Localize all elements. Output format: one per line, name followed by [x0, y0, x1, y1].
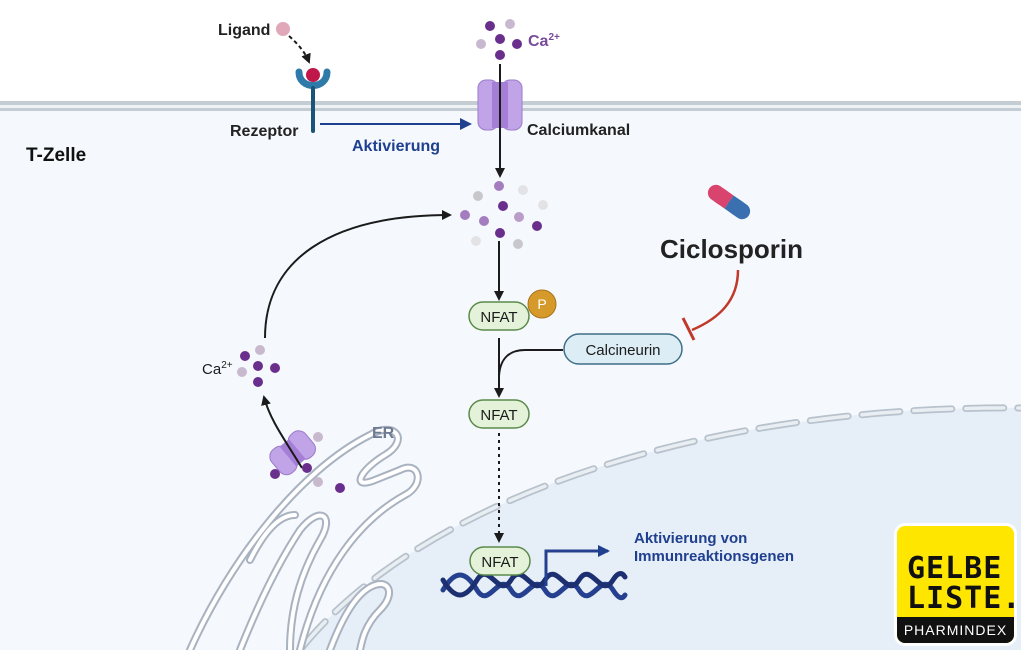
er-released-calcium-ions	[237, 345, 280, 387]
er-release-arrow	[261, 395, 303, 469]
nfat-active-label: NFAT	[480, 407, 517, 424]
calcineurin: Calcineurin	[563, 333, 683, 365]
cytosolic-calcium-ions	[460, 181, 548, 249]
er-to-cytosol-arrow	[264, 210, 452, 339]
calcineurin-action-line	[498, 349, 563, 377]
inhibition-arrow	[691, 269, 740, 332]
calcineurin-label: Calcineurin	[585, 342, 660, 359]
gene-activation-line1: Aktivierung von	[634, 530, 747, 547]
pill-icon	[707, 184, 751, 220]
calciumkanal-label: Calciumkanal	[527, 122, 630, 139]
receptor-icon	[295, 68, 331, 133]
logo-pharmindex-bar: PHARMINDEX	[897, 617, 1014, 643]
ciclosporin-label: Ciclosporin	[660, 234, 803, 264]
nfat-phos-label: NFAT	[480, 309, 517, 326]
nfat-active: NFAT	[468, 399, 530, 429]
phosphate-icon: P	[527, 289, 557, 319]
ligand-binding-arrow	[288, 35, 311, 64]
ca-top-label: Ca2+	[528, 32, 560, 50]
inhibition-bar	[681, 317, 696, 341]
nfat-dna-label: NFAT	[481, 554, 518, 571]
endoplasmic-reticulum	[186, 425, 422, 654]
nfat-on-dna: NFAT	[469, 546, 531, 576]
gene-activation-line2: Immunreaktionsgenen	[634, 548, 794, 565]
nfat-phosphorylated: NFAT	[468, 301, 530, 331]
transcription-start-arrow	[544, 545, 610, 586]
ca-er-label: Ca2+	[202, 360, 233, 378]
ligand-icon	[276, 22, 290, 36]
ligand-label: Ligand	[218, 22, 270, 39]
gelbe-liste-logo[interactable]: GELBE LISTE. PHARMINDEX	[897, 526, 1014, 643]
er-calcium-ions	[270, 432, 345, 493]
t-zelle-label: T-Zelle	[26, 145, 86, 166]
extracellular-calcium-ions	[476, 19, 522, 60]
logo-line1: GELBE	[907, 551, 1003, 586]
rezeptor-label: Rezeptor	[230, 123, 298, 140]
aktivierung-label: Aktivierung	[352, 138, 440, 155]
logo-line2: LISTE.	[907, 581, 1014, 616]
er-label: ER	[372, 425, 395, 442]
phosphate-label: P	[537, 296, 546, 312]
